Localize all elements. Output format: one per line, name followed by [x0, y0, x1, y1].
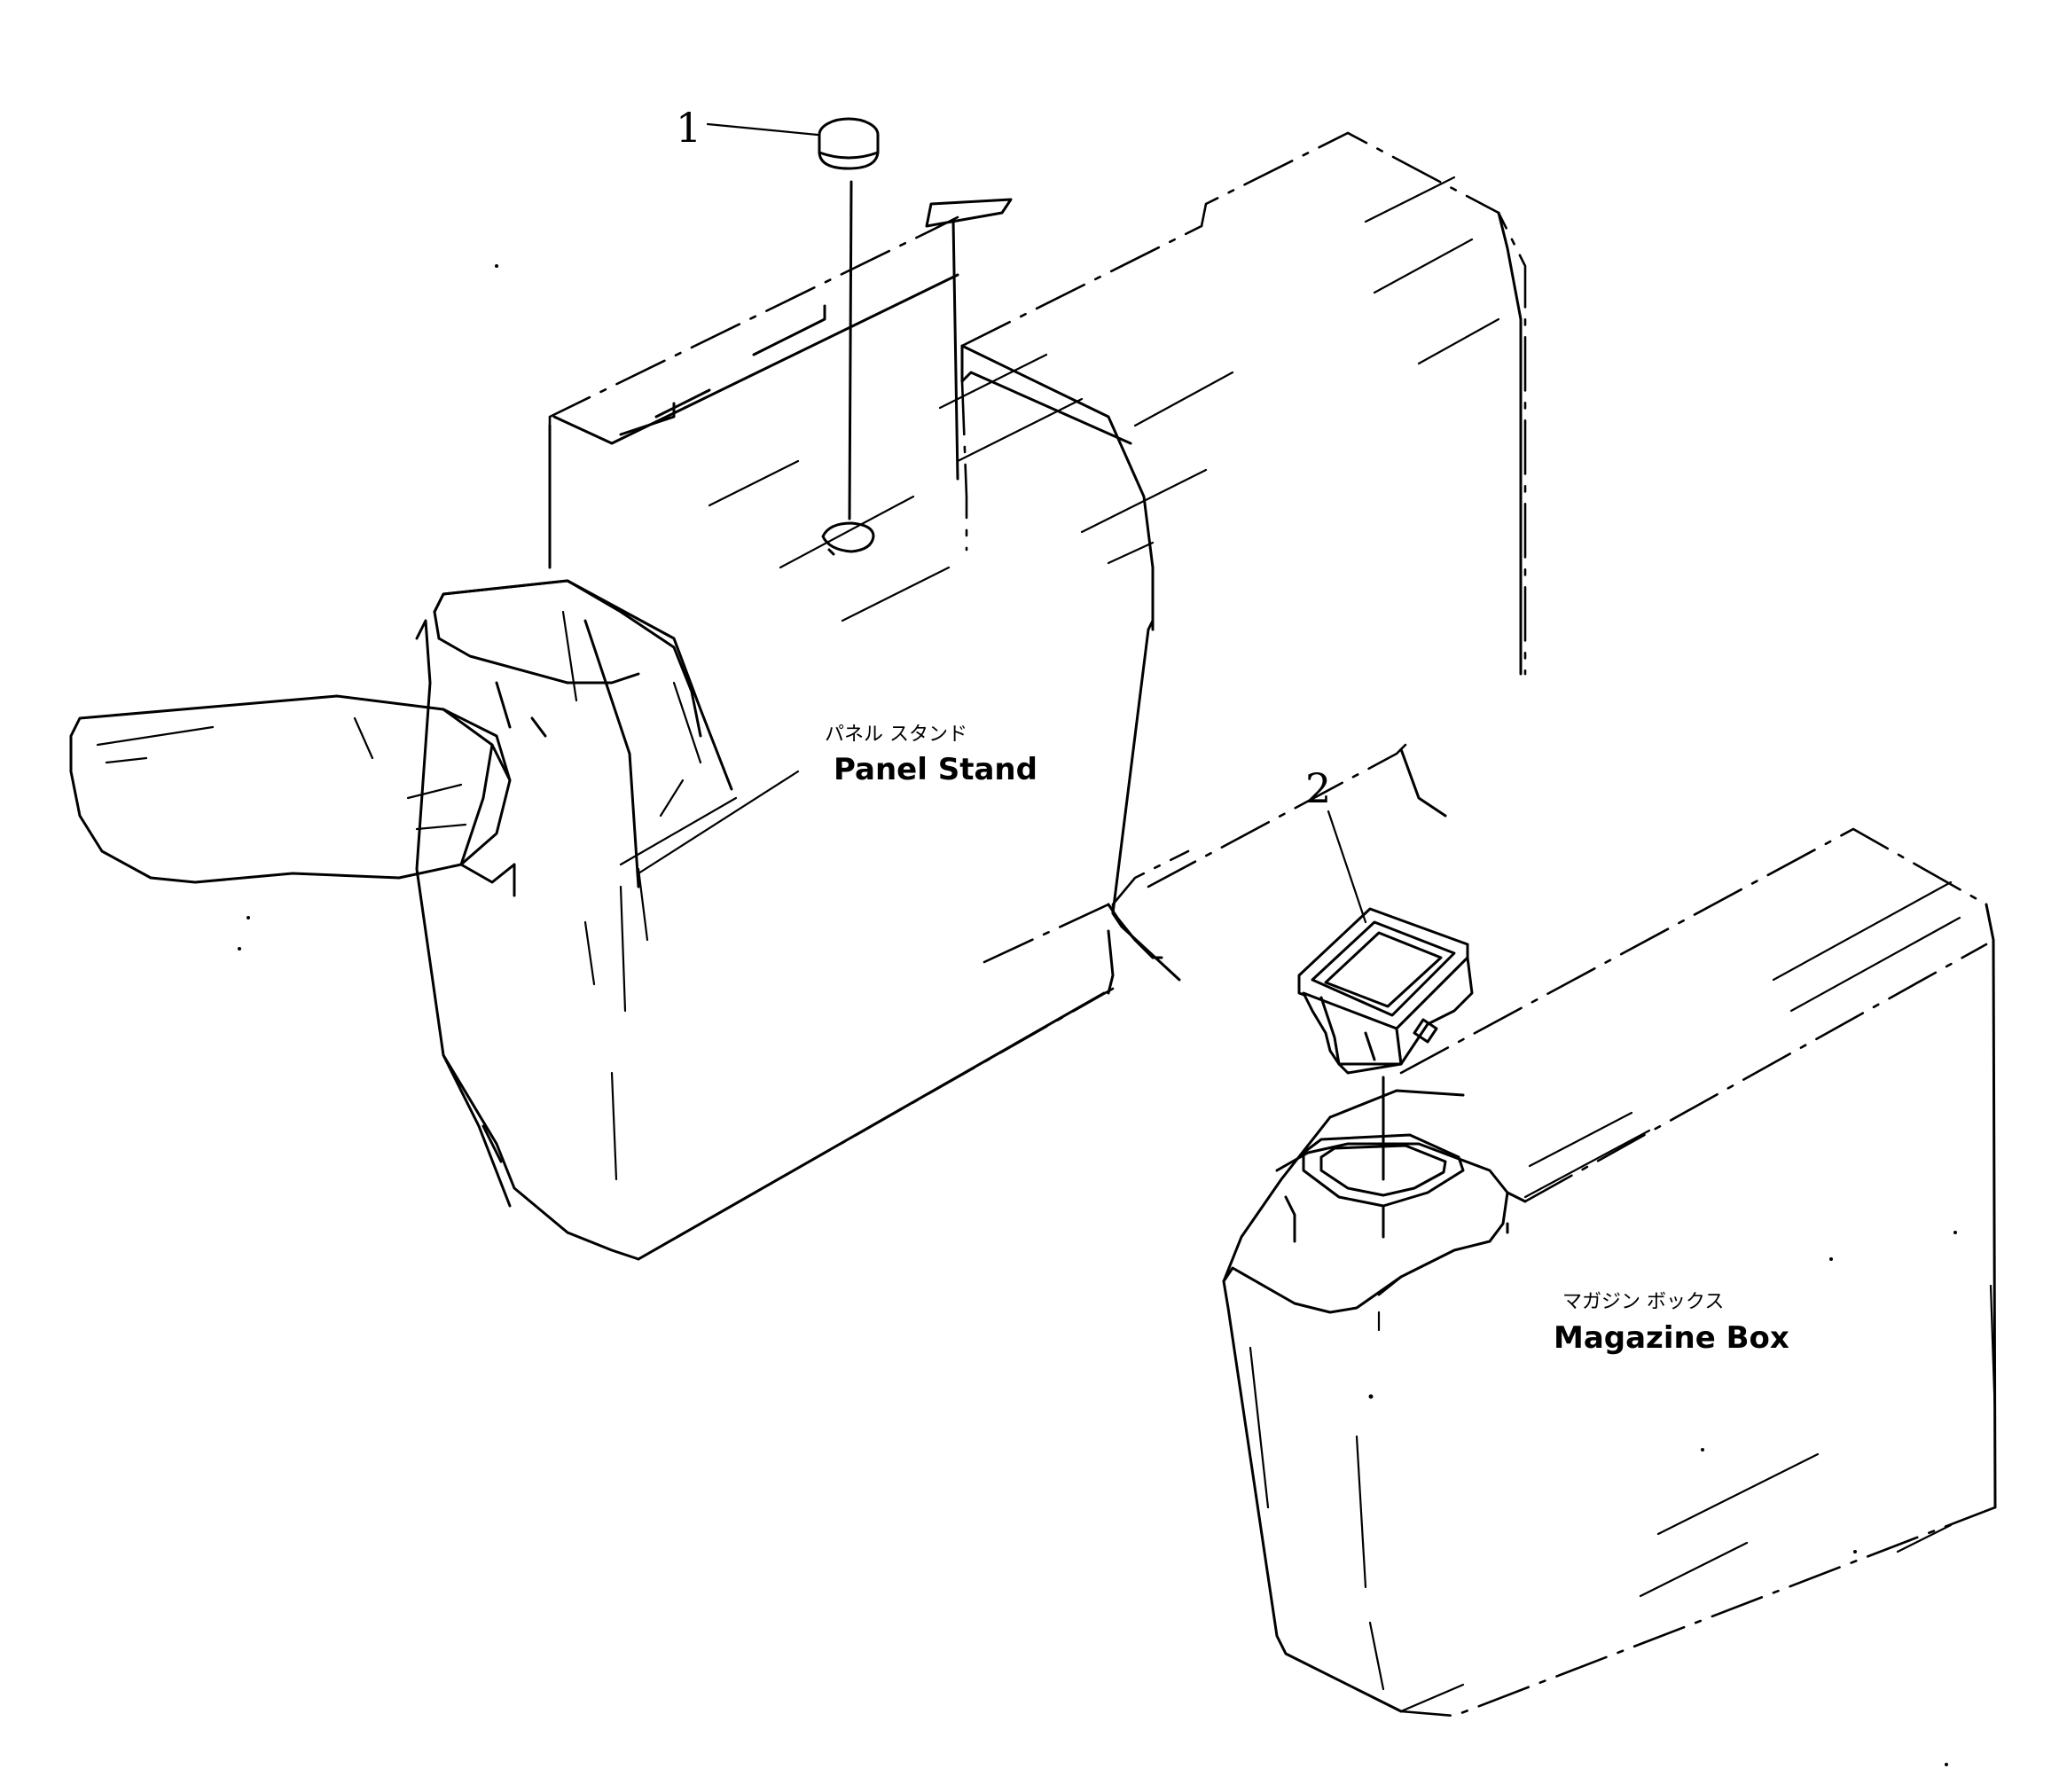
panel-stand-label-jp: パネル スタンド [825, 724, 967, 746]
switch-part [1297, 907, 1474, 1181]
callout-2: 2 [1305, 764, 1367, 924]
callout-1-number: 1 [676, 104, 701, 152]
magazine-box-label: マガジン ボックス Magazine Box [1554, 1291, 1789, 1356]
magazine-box [1222, 827, 1997, 1718]
scan-speckles [238, 264, 1957, 1766]
cap-part [818, 117, 880, 520]
panel-stand-label-en: Panel Stand [834, 752, 1037, 787]
callout-1: 1 [676, 104, 819, 152]
magazine-box-label-en: Magazine Box [1554, 1320, 1789, 1356]
panel-stand [69, 131, 1527, 1261]
magazine-box-label-jp: マガジン ボックス [1562, 1291, 1724, 1313]
callout-2-number: 2 [1305, 764, 1331, 812]
panel-stand-label: パネル スタンド Panel Stand [825, 724, 1037, 787]
